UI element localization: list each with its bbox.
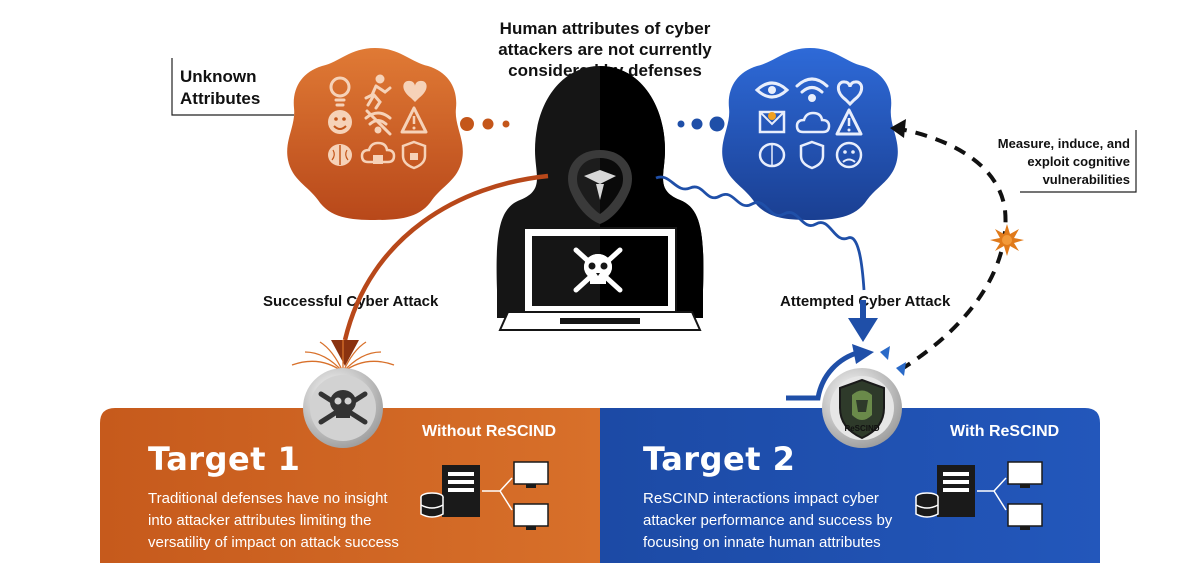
measure-callout-line: vulnerabilities: [1042, 172, 1130, 187]
shield-icon: [799, 140, 825, 170]
eye-icon: [754, 81, 790, 99]
monitor-icon: [513, 503, 549, 530]
network-diagram-2: [915, 461, 1043, 530]
connector-dot: [502, 120, 510, 128]
description-line: attacker performance and success by: [643, 512, 893, 529]
cloud-lock-icon: [360, 141, 396, 164]
wifi-off-icon: [364, 109, 392, 136]
target-2-subtitle: With ReSCIND: [950, 423, 1060, 440]
compromised-badge: [291, 340, 395, 448]
brain-icon: [758, 142, 786, 168]
heart-icon: [836, 80, 864, 107]
network-diagram-1: [420, 461, 549, 530]
measure-leader: [1020, 130, 1137, 193]
network-link: [482, 477, 513, 511]
description-line: ReSCIND interactions impact cyber: [643, 490, 879, 507]
attempted-attack-arrowhead: [848, 318, 878, 342]
measure-callout-line: Measure, induce, and: [997, 136, 1130, 151]
target-1-description: Traditional defenses have no insight int…: [148, 488, 418, 554]
unknown-attributes-leader: [171, 58, 294, 116]
sad-face-icon: [835, 141, 863, 169]
target-2-panel: [600, 408, 1100, 563]
known-attributes-badge: [722, 48, 898, 220]
target-2-description: ReSCIND interactions impact cyber attack…: [643, 488, 913, 554]
monitor-icon: [1007, 503, 1043, 530]
target-1-panel: [100, 408, 600, 563]
monitor-icon: [1007, 461, 1043, 488]
feedback-arrowhead: [890, 119, 906, 138]
smiley-icon: [328, 110, 352, 134]
rescind-badge: [822, 368, 902, 448]
connector-dot: [460, 117, 474, 131]
measure-callout-label: Measure, induce, and exploit cognitive v…: [960, 135, 1130, 189]
connector-dot: [691, 118, 703, 130]
skull-icon: [573, 247, 623, 293]
burst-icon: [990, 224, 1024, 256]
target-1-subtitle: Without ReSCIND: [422, 423, 557, 440]
unknown-attributes-badge: [287, 48, 463, 220]
successful-attack-arrowhead: [331, 340, 359, 366]
description-line: versatility of impact on attack success: [148, 534, 399, 551]
warning-icon: [400, 106, 428, 134]
monitor-icon: [513, 461, 549, 488]
signal-chevron: [896, 362, 906, 376]
unknown-attributes-line: Unknown: [180, 67, 257, 86]
unknown-attributes-label: Unknown Attributes: [180, 66, 260, 110]
description-line: focusing on innate human attributes: [643, 534, 881, 551]
measure-callout-line: exploit cognitive: [1027, 154, 1130, 169]
hacker-figure: [496, 66, 704, 331]
network-link: [977, 477, 1007, 511]
header-line: Human attributes of cyber: [499, 19, 711, 38]
header-line: attackers are not currently: [498, 40, 712, 59]
server-icon: [442, 465, 480, 517]
database-icon: [420, 492, 444, 518]
successful-attack-path: [342, 173, 549, 341]
mail-alert-icon: [758, 110, 786, 134]
server-icon: [937, 465, 975, 517]
wifi-icon: [795, 77, 829, 102]
signal-chevron: [880, 346, 890, 360]
rescind-badge-label: ReSCIND: [844, 424, 880, 433]
description-line: Traditional defenses have no insight: [148, 490, 388, 507]
diagram-header: Human attributes of cyber attackers are …: [470, 18, 740, 81]
connector-dot: [677, 120, 685, 128]
lightbulb-icon: [329, 76, 351, 107]
successful-attack-label: Successful Cyber Attack: [263, 293, 439, 310]
connector-dot: [482, 118, 494, 130]
shield-lock-icon: [401, 140, 427, 170]
cloud-icon: [795, 111, 831, 134]
brain-icon: [328, 144, 352, 166]
unknown-attributes-line: Attributes: [180, 89, 261, 108]
connector-dot: [709, 116, 725, 132]
description-line: into attacker attributes limiting the: [148, 512, 372, 529]
target-2-title: Target 2: [643, 440, 796, 478]
running-person-icon: [364, 74, 392, 110]
target-1-title: Target 1: [148, 440, 301, 478]
database-icon: [915, 492, 939, 518]
heart-icon: [403, 80, 427, 102]
deflection-arrowhead: [852, 344, 874, 364]
attempted-attack-path: [655, 175, 866, 291]
deflection-arc: [786, 349, 861, 401]
warning-icon: [835, 108, 863, 136]
feedback-loop-path: [894, 126, 1008, 372]
